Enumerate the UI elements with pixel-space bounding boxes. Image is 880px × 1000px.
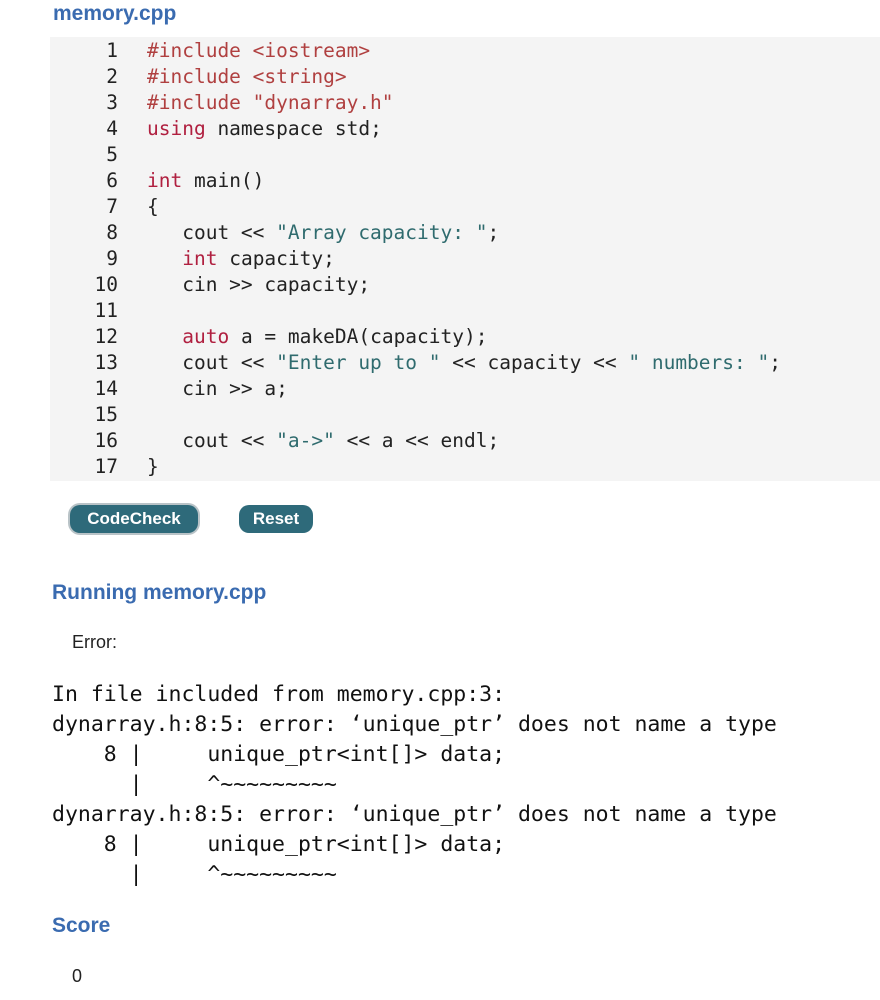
- line-number: 10: [94, 273, 118, 296]
- code-line: 9 int capacity;: [50, 246, 880, 272]
- code-token: a = makeDA(capacity);: [229, 325, 488, 348]
- code-token: cin >> capacity;: [147, 273, 371, 296]
- code-text: auto a = makeDA(capacity);: [147, 324, 487, 350]
- code-token: ;: [769, 351, 781, 374]
- code-token: ;: [487, 221, 500, 244]
- line-number: 15: [94, 403, 118, 426]
- line-number: 16: [94, 429, 118, 452]
- code-token: << a << endl;: [334, 429, 500, 452]
- code-token: namespace std;: [205, 117, 382, 140]
- reset-button[interactable]: Reset: [239, 505, 313, 533]
- code-text: #include "dynarray.h": [147, 90, 394, 116]
- code-line: 5: [50, 142, 880, 168]
- error-label: Error:: [72, 632, 117, 652]
- code-token: [147, 325, 182, 348]
- running-title: Running memory.cpp: [52, 581, 267, 604]
- code-token: }: [147, 455, 159, 478]
- code-line: 16 cout << "a->" << a << endl;: [50, 428, 880, 454]
- code-text: {: [147, 194, 159, 220]
- line-number: 2: [106, 65, 118, 88]
- code-token: #include <iostream>: [147, 39, 371, 62]
- code-token: #include <string>: [147, 65, 347, 88]
- compiler-output: In file included from memory.cpp:3: dyna…: [52, 682, 777, 887]
- code-token: cin >> a;: [147, 377, 288, 400]
- code-token: auto: [182, 325, 230, 348]
- code-token: using: [147, 117, 206, 140]
- code-line: 11: [50, 298, 880, 324]
- line-number: 7: [106, 195, 118, 218]
- code-token: " numbers: ": [628, 351, 770, 374]
- codecheck-button[interactable]: CodeCheck: [70, 505, 198, 533]
- line-number: 13: [94, 351, 118, 374]
- line-number: 4: [106, 117, 118, 140]
- code-text: int capacity;: [147, 246, 335, 272]
- code-token: capacity;: [217, 247, 335, 270]
- code-token: int: [182, 247, 218, 270]
- line-number: 3: [106, 91, 118, 114]
- line-number: 17: [94, 455, 118, 478]
- code-line: 2 #include <string>: [50, 64, 880, 90]
- code-line: 14 cin >> a;: [50, 376, 880, 402]
- code-text: cout << "a->" << a << endl;: [147, 428, 499, 454]
- code-text: cout << "Enter up to " << capacity << " …: [147, 350, 781, 376]
- code-text: using namespace std;: [147, 116, 382, 142]
- code-text: #include <iostream>: [147, 38, 370, 64]
- code-line: 17}: [50, 454, 880, 480]
- code-text: cin >> capacity;: [147, 272, 370, 298]
- code-text: int main(): [147, 168, 264, 194]
- code-line: 10 cin >> capacity;: [50, 272, 880, 298]
- code-line: 6 int main(): [50, 168, 880, 194]
- line-number: 12: [94, 325, 118, 348]
- code-token: << capacity <<: [440, 351, 629, 374]
- score-value: 0: [72, 966, 83, 986]
- code-token: "Enter up to ": [276, 351, 441, 374]
- code-line: 8 cout << "Array capacity: ";: [50, 220, 880, 246]
- code-line: 7{: [50, 194, 880, 220]
- line-number: 8: [106, 221, 118, 244]
- line-number: 14: [94, 377, 118, 400]
- code-token: main(): [182, 169, 265, 192]
- code-editor[interactable]: 1 #include <iostream> 2 #include <string> 3 #…: [50, 37, 880, 481]
- code-token: "Array capacity: ": [276, 221, 488, 244]
- code-line: 3 #include "dynarray.h": [50, 90, 880, 116]
- line-number: 1: [106, 39, 118, 62]
- code-text: cout << "Array capacity: ";: [147, 220, 499, 246]
- code-token: cout <<: [147, 221, 277, 244]
- code-token: [147, 247, 182, 270]
- line-number: 11: [94, 299, 118, 322]
- code-line: 13 cout << "Enter up to " << capacity <<…: [50, 350, 880, 376]
- file-title: memory.cpp: [53, 2, 177, 25]
- line-number: 9: [106, 247, 118, 270]
- code-token: cout <<: [147, 351, 277, 374]
- line-number: 6: [106, 169, 118, 192]
- score-title: Score: [52, 914, 111, 937]
- code-line: 4 using namespace std;: [50, 116, 880, 142]
- code-token: #include "dynarray.h": [147, 91, 394, 114]
- code-token: int: [147, 169, 183, 192]
- code-token: "a->": [276, 429, 335, 452]
- code-text: }: [147, 454, 159, 480]
- code-line: 1 #include <iostream>: [50, 38, 880, 64]
- code-text: #include <string>: [147, 64, 347, 90]
- code-text: cin >> a;: [147, 376, 288, 402]
- line-number: 5: [106, 143, 118, 166]
- code-line: 15: [50, 402, 880, 428]
- code-token: cout <<: [147, 429, 277, 452]
- code-token: {: [147, 195, 159, 218]
- code-line: 12 auto a = makeDA(capacity);: [50, 324, 880, 350]
